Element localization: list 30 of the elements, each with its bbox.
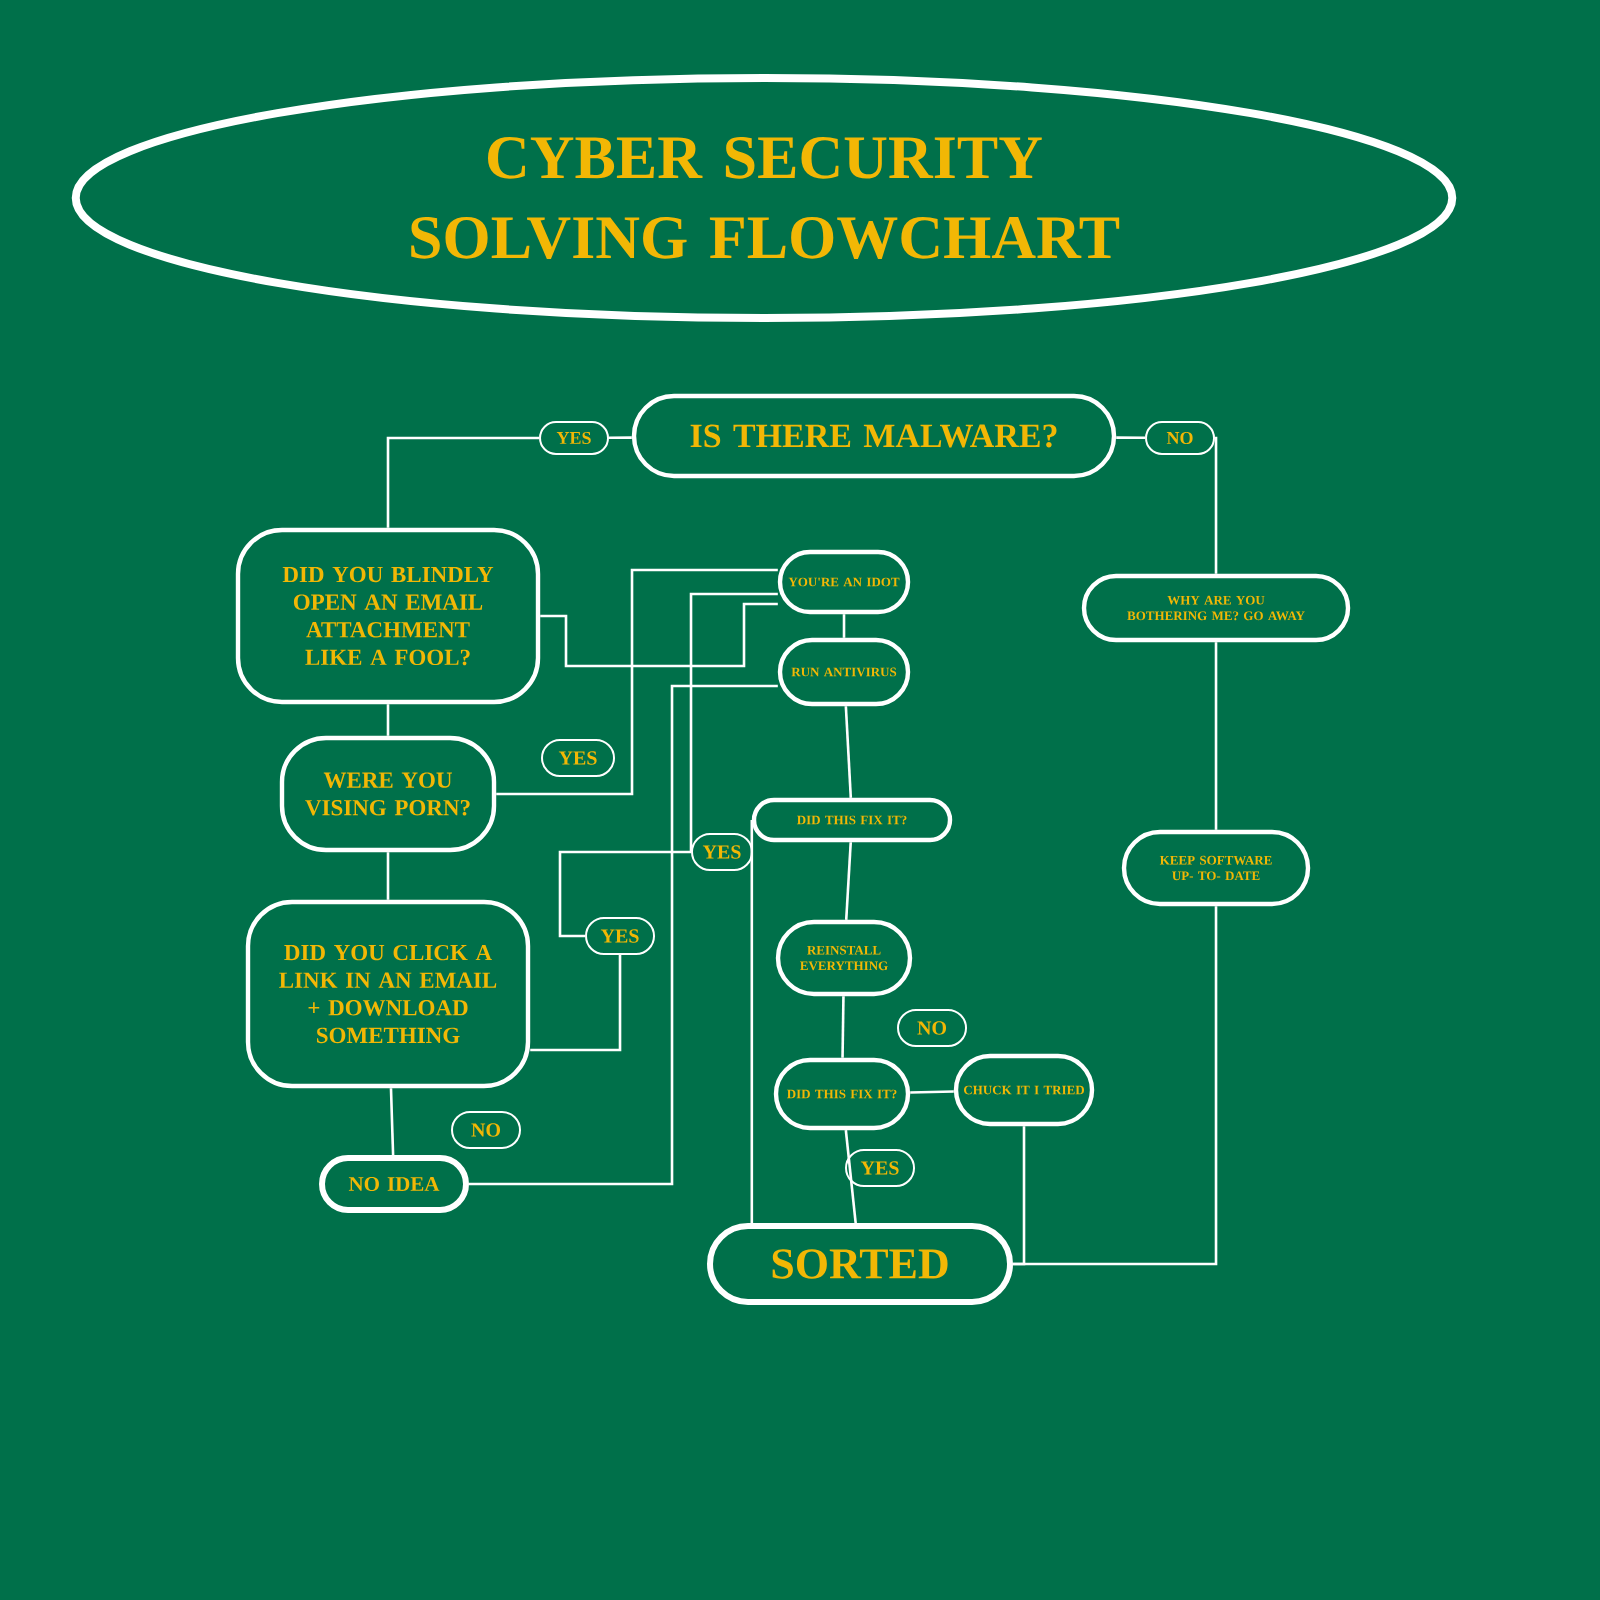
connector-line bbox=[558, 850, 691, 938]
connector-line bbox=[386, 704, 390, 736]
connector-line bbox=[496, 568, 778, 796]
connector-line bbox=[1013, 1126, 1026, 1266]
connector-line bbox=[1213, 436, 1218, 574]
connector-line bbox=[540, 602, 778, 668]
connector-line bbox=[609, 436, 632, 440]
connector-line bbox=[910, 1090, 954, 1094]
answer-label: NO bbox=[897, 1009, 967, 1047]
answer-label: YES bbox=[691, 833, 753, 871]
connector-line bbox=[386, 436, 539, 528]
connector-line bbox=[750, 820, 754, 1223]
connector-line bbox=[1214, 642, 1218, 830]
answer-label: YES bbox=[585, 917, 655, 955]
answer-label: NO bbox=[451, 1111, 521, 1149]
connector-line bbox=[389, 1088, 395, 1156]
connector-line bbox=[469, 684, 778, 1186]
connector-line bbox=[844, 1130, 857, 1224]
connector-line bbox=[386, 852, 390, 900]
title-banner: CYBER SECURITY SOLVING FLOWCHART bbox=[71, 74, 1457, 322]
connector-line bbox=[1116, 436, 1145, 440]
connector-line bbox=[844, 706, 853, 798]
answer-label: YES bbox=[541, 739, 615, 777]
connector-line bbox=[530, 955, 622, 1052]
answer-label: YES bbox=[539, 421, 609, 455]
connector-line bbox=[842, 614, 846, 638]
connector-line bbox=[841, 996, 845, 1058]
answer-label: NO bbox=[1145, 421, 1215, 455]
connector-line bbox=[844, 842, 853, 920]
connector-line bbox=[689, 592, 778, 852]
